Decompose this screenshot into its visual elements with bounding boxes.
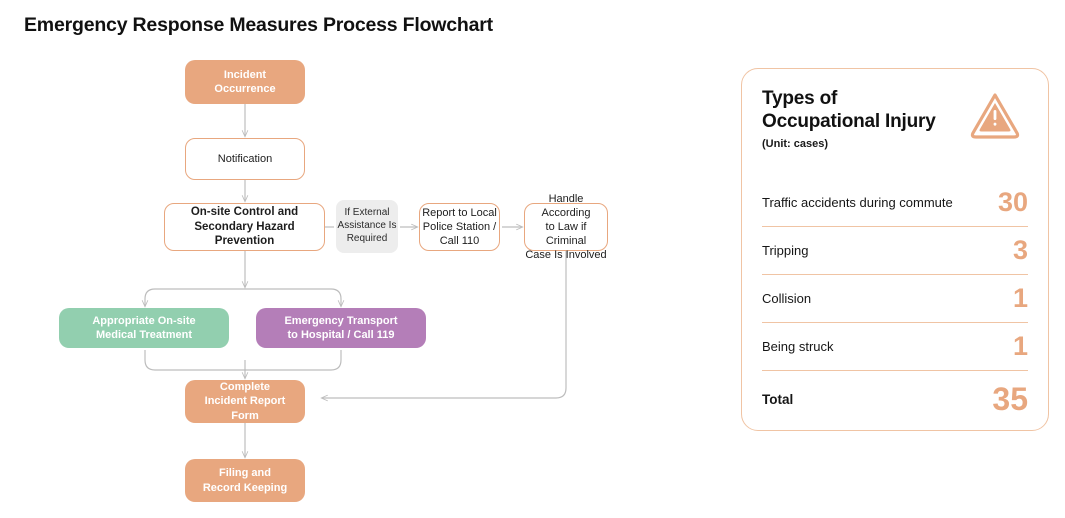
row-value: 1 [1012,283,1028,313]
node-complete-incident-report[interactable]: Complete Incident Report Form [185,380,305,423]
row-label: Being struck [762,339,834,354]
node-incident-occurrence-label: Incident Occurrence [214,68,276,95]
row-label: Traffic accidents during commute [762,195,953,210]
node-filing-record-keeping[interactable]: Filing and Record Keeping [185,459,305,502]
warning-triangle-icon [970,93,1020,139]
row-label: Tripping [762,243,809,258]
flowchart: Incident Occurrence Notification On-site… [0,60,608,518]
card-title: Types of Occupational Injury [762,88,936,133]
node-notification-label: Notification [217,152,273,165]
injury-rows: Traffic accidents during commute 30 Trip… [762,179,1028,427]
node-report-police[interactable]: Report to Local Police Station / Call 11… [419,203,500,251]
node-complete-incident-report-label: Complete Incident Report Form [204,381,286,422]
node-incident-occurrence[interactable]: Incident Occurrence [185,60,305,104]
node-filing-record-keeping-label: Filing and Record Keeping [202,467,288,494]
node-handle-according-to-law-label: Handle According to Law if Criminal Case… [525,192,607,262]
row-label: Collision [762,291,812,306]
page-title: Emergency Response Measures Process Flow… [24,14,493,36]
node-onsite-control[interactable]: On-site Control and Secondary Hazard Pre… [164,203,325,251]
node-onsite-control-label: On-site Control and Secondary Hazard Pre… [190,205,299,248]
row-value: 3 [1012,235,1028,265]
table-row: Being struck 1 [762,323,1028,371]
node-external-assistance-condition[interactable]: If External Assistance Is Required [336,200,398,253]
node-handle-according-to-law[interactable]: Handle According to Law if Criminal Case… [524,193,608,261]
node-medical-treatment[interactable]: Appropriate On-site Medical Treatment [59,308,229,348]
node-notification[interactable]: Notification [185,138,305,180]
flowchart-connectors [0,104,567,518]
row-value: 1 [1012,331,1028,361]
node-report-police-label: Report to Local Police Station / Call 11… [422,206,497,248]
card-unit-label: (Unit: cases) [762,138,829,151]
occupational-injury-card: Types of Occupational Injury (Unit: case… [741,68,1049,431]
node-medical-treatment-label: Appropriate On-site Medical Treatment [92,314,196,341]
card-header: Types of Occupational Injury (Unit: case… [762,87,1028,150]
node-external-assistance-label: If External Assistance Is Required [337,207,397,244]
table-row: Collision 1 [762,275,1028,323]
total-value: 35 [992,381,1028,417]
total-label: Total [762,391,794,407]
node-emergency-transport[interactable]: Emergency Transport to Hospital / Call 1… [256,308,426,348]
table-row-total: Total 35 [762,371,1028,427]
table-row: Tripping 3 [762,227,1028,275]
node-emergency-transport-label: Emergency Transport to Hospital / Call 1… [284,314,398,341]
row-value: 30 [997,187,1028,217]
table-row: Traffic accidents during commute 30 [762,179,1028,227]
